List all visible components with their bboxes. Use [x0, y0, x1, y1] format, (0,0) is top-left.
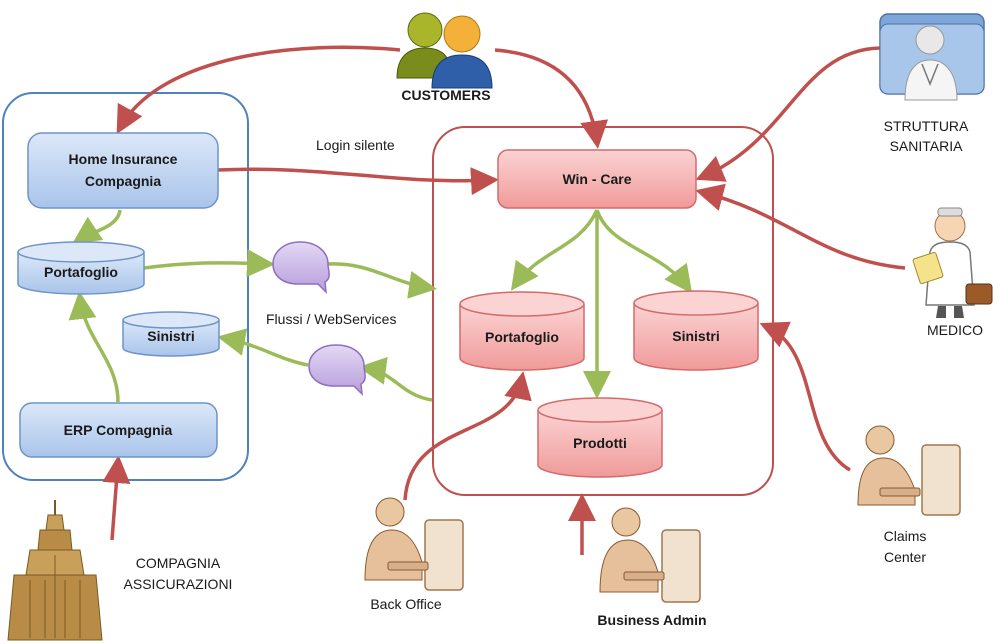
- arrow-login-silente: [217, 167, 499, 196]
- right-portafoglio-db: Portafoglio: [459, 291, 585, 371]
- claims-label-2: Center: [884, 549, 926, 565]
- struttura-label-1: STRUTTURA: [884, 118, 969, 134]
- arrow-wincare-box-to-bubble2: [358, 356, 433, 402]
- home-insurance-label-2: Compagnia: [85, 173, 161, 189]
- customers-icon: [396, 12, 493, 89]
- customers-label: CUSTOMERS: [401, 87, 490, 103]
- webservice-bubble-top: [272, 241, 330, 295]
- business-admin-label: Business Admin: [597, 612, 706, 628]
- doctor-icon: [912, 207, 993, 318]
- erp-label: ERP Compagnia: [64, 422, 173, 438]
- left-sinistri-label: Sinistri: [147, 328, 194, 344]
- compagnia-label-2: ASSICURAZIONI: [124, 576, 233, 592]
- arrow-wincare-to-portafoglio: [510, 209, 599, 291]
- compagnia-label-1: COMPAGNIA: [136, 555, 221, 571]
- claims-operator-icon: [857, 425, 961, 516]
- skyscraper-icon: [7, 500, 103, 641]
- erp-box: ERP Compagnia: [19, 402, 218, 458]
- arrow-home-to-portafoglio: [72, 209, 122, 244]
- webservice-bubble-bottom: [308, 344, 366, 397]
- arrow-medico-to-wincare: [695, 183, 906, 270]
- backoffice-label: Back Office: [370, 596, 442, 612]
- arrow-compagnia-to-erp: [102, 455, 131, 541]
- claims-label-1: Claims: [884, 528, 927, 544]
- arrow-claims-to-sinistri: [759, 321, 851, 472]
- prodotti-db: Prodotti: [537, 397, 663, 478]
- arrow-portafoglio-to-bubble: [143, 249, 275, 278]
- arrow-bubble2-to-sinistri: [217, 328, 309, 367]
- backoffice-operator-icon: [364, 497, 464, 591]
- login-silente-label: Login silente: [316, 137, 395, 153]
- wincare-box: Win - Care: [497, 149, 697, 209]
- business-admin-operator-icon: [599, 507, 701, 603]
- struttura-label-2: SANITARIA: [890, 138, 964, 154]
- arrow-backoffice-to-portafoglio: [403, 371, 532, 501]
- arrow-struttura-to-wincare: [695, 46, 881, 182]
- left-portafoglio-db: Portafoglio: [17, 241, 145, 295]
- home-insurance-label-1: Home Insurance: [69, 151, 178, 167]
- arrow-customers-to-home: [116, 45, 401, 135]
- home-insurance-box: Home Insurance Compagnia: [27, 132, 219, 209]
- left-portafoglio-label: Portafoglio: [44, 264, 118, 280]
- arrow-erp-to-portafoglio: [68, 291, 120, 403]
- medico-label: MEDICO: [927, 322, 983, 338]
- right-sinistri-db: Sinistri: [633, 290, 759, 371]
- flussi-label: Flussi / WebServices: [266, 311, 396, 327]
- arrow-wincare-to-sinistri: [595, 209, 693, 294]
- right-portafoglio-label: Portafoglio: [485, 329, 559, 345]
- arrow-customers-to-wincare: [494, 48, 609, 149]
- wincare-label: Win - Care: [562, 171, 631, 187]
- hospital-folder-icon: [879, 13, 985, 101]
- right-sinistri-label: Sinistri: [672, 328, 719, 344]
- arrow-bubble-to-wincare-box: [327, 262, 437, 299]
- prodotti-label: Prodotti: [573, 435, 627, 451]
- left-sinistri-db: Sinistri: [122, 311, 220, 357]
